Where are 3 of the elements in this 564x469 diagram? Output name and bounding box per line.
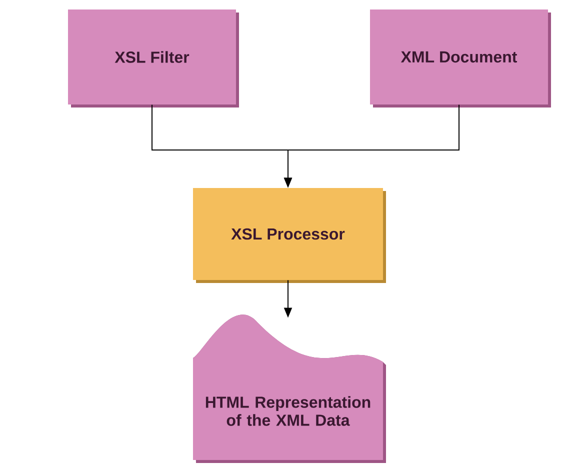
process-box: XSL Processor: [193, 188, 386, 283]
process-box: XSL Filter: [68, 10, 239, 108]
process-box: XML Document: [370, 10, 551, 108]
